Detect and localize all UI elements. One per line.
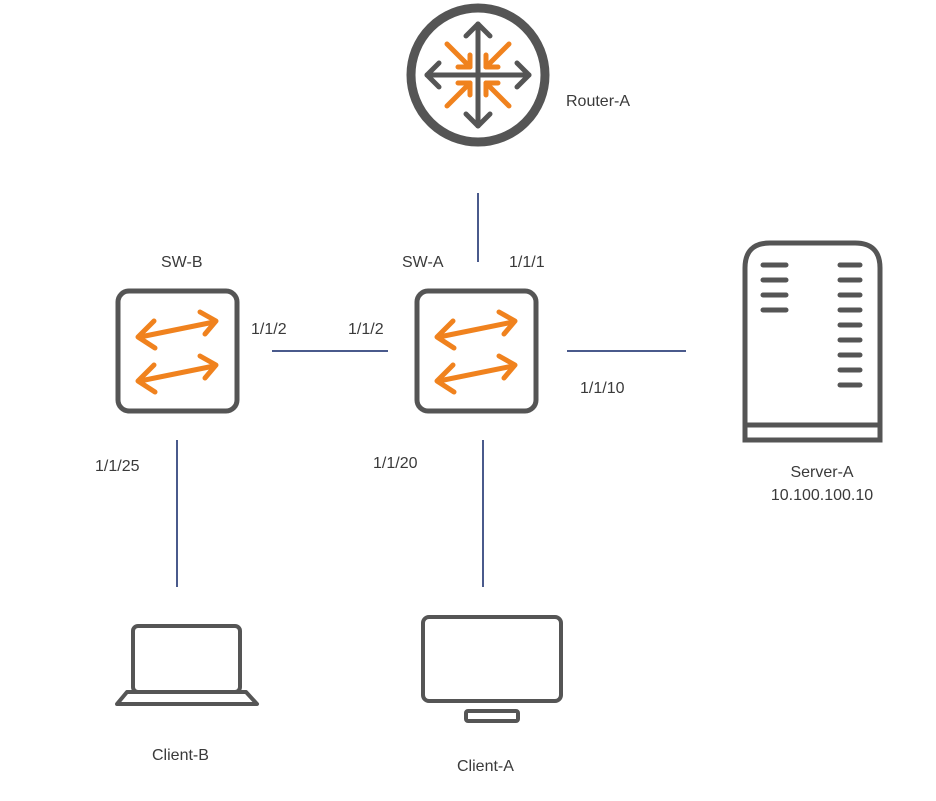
monitor-icon (421, 615, 563, 723)
client-b-name: Client-B (152, 747, 209, 764)
router-name: Router-A (566, 93, 631, 110)
laptop-icon (115, 624, 259, 706)
port-label-sw-a-sw-b: 1/1/2 (348, 321, 384, 338)
server-icon (742, 240, 883, 443)
switch-icon (414, 288, 539, 414)
switch-icon (115, 288, 240, 414)
port-label-sw-a-server: 1/1/10 (580, 380, 625, 397)
sw-a-name: SW-A (402, 254, 444, 271)
port-label-sw-b-sw-a: 1/1/2 (251, 321, 287, 338)
router-icon (406, 3, 550, 147)
port-label-sw-a-client-a: 1/1/20 (373, 455, 418, 472)
client-a-name: Client-A (457, 758, 514, 775)
sw-b-name: SW-B (161, 254, 203, 271)
port-label-sw-a-router: 1/1/1 (509, 254, 545, 271)
server-ip: 10.100.100.10 (770, 487, 874, 504)
port-label-sw-b-client-b: 1/1/25 (95, 458, 140, 475)
server-name: Server-A (790, 464, 854, 481)
